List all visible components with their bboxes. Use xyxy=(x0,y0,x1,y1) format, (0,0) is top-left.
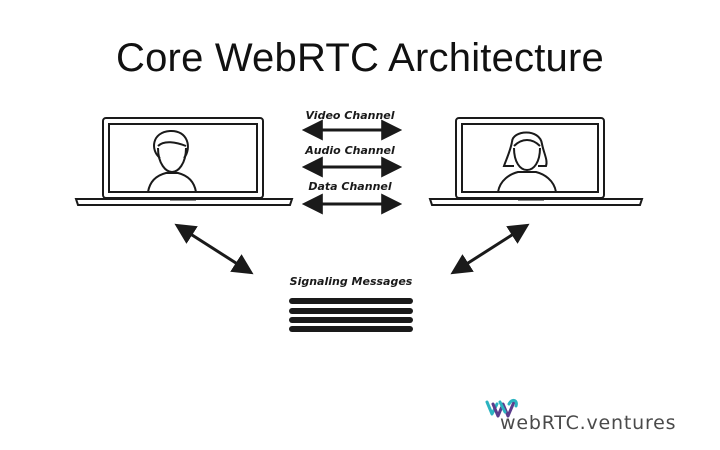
right-laptop-icon xyxy=(428,117,644,206)
webrtc-ventures-logo-mark xyxy=(485,398,518,418)
signaling-messages-label: Signaling Messages xyxy=(290,275,413,288)
right-signaling-arrow xyxy=(450,223,530,275)
video-channel-label: Video Channel xyxy=(305,109,394,122)
left-signaling-arrow xyxy=(174,223,254,275)
logo-text: webRTC.ventures xyxy=(500,412,677,434)
woman-avatar-icon xyxy=(497,131,557,193)
left-laptop-icon xyxy=(74,117,294,206)
message-stack-icon xyxy=(289,298,413,332)
page-title: Core WebRTC Architecture xyxy=(116,36,604,80)
data-channel-label: Data Channel xyxy=(308,180,392,193)
audio-channel-label: Audio Channel xyxy=(304,144,395,157)
man-avatar-icon xyxy=(147,129,197,193)
